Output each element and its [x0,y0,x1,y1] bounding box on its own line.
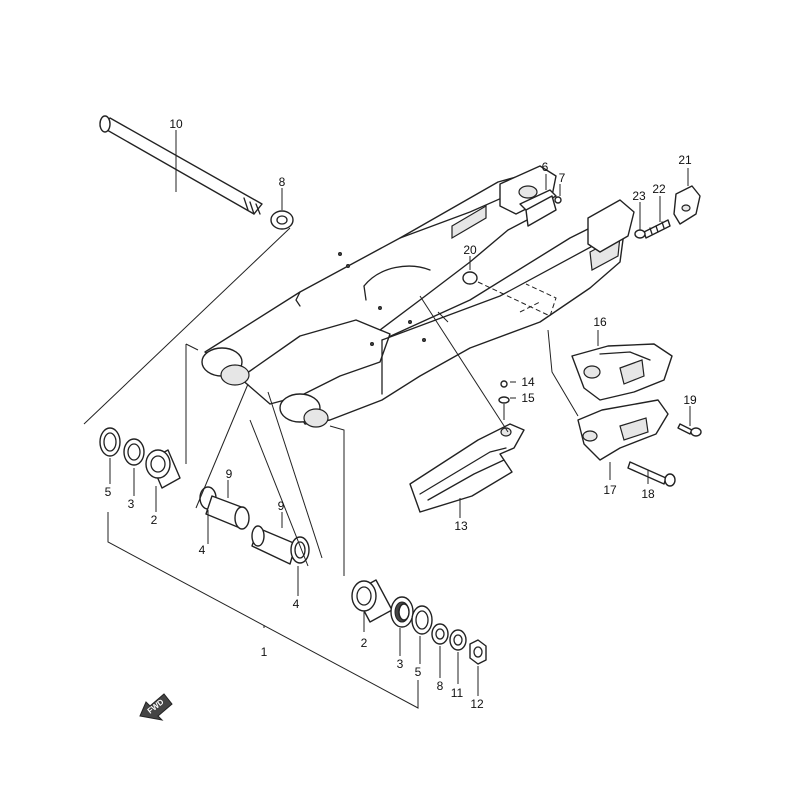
callout-23: 23 [632,189,646,203]
callout-7: 7 [559,171,566,185]
bearing-2-right [351,579,393,623]
callout-2-right: 2 [361,636,368,650]
swingarm [201,165,635,428]
screw-14 [500,380,508,388]
leader-20-dash-2 [519,301,541,313]
callout-8-upper: 8 [279,175,286,189]
callout-5-left: 5 [105,485,112,499]
callout-20: 20 [463,243,477,257]
chain-plate-6 [519,189,557,227]
adjuster-bolt-22 [643,219,671,239]
bearing-2-left [145,449,181,489]
callout-ticks [109,130,691,696]
chain-guide-16 [571,343,673,401]
callout-14: 14 [521,375,535,389]
collar-9-lower [251,525,297,565]
seal-5-left [99,427,121,457]
callout-12: 12 [470,697,484,711]
callout-18: 18 [641,487,655,501]
callout-2-left: 2 [151,513,158,527]
bolt-19 [677,423,702,437]
callout-17: 17 [603,483,617,497]
washer-8-upper [270,210,294,230]
leader-lines [83,227,579,709]
callout-19: 19 [683,393,697,407]
chain-guide-lower-17 [577,399,669,461]
callout-10: 10 [169,117,183,131]
chain-slider-13 [409,423,525,513]
collar-9-upper [205,495,250,530]
callout-22: 22 [652,182,666,196]
seal-5-right [411,605,433,635]
callout-5-right: 5 [415,665,422,679]
callout-9-lower: 9 [278,499,285,513]
callout-3-left: 3 [128,497,135,511]
callout-15: 15 [521,391,535,405]
ring-3-left [123,438,145,466]
forward-direction-arrow: FWD [139,693,173,721]
nut-12 [469,639,487,665]
pivot-shaft-10 [99,115,263,215]
callout-16: 16 [593,315,607,329]
adjuster-block-21 [673,185,701,225]
callout-4-right: 4 [293,597,300,611]
callout-11: 11 [451,686,464,700]
screw-7 [554,196,562,204]
bolt-18 [627,461,676,487]
callout-4-left: 4 [199,543,206,557]
washer-11 [449,629,467,651]
callout-3-right: 3 [397,657,404,671]
leader-20-dash [477,281,557,317]
washer-8-right [431,623,449,645]
callout-8-right: 8 [437,679,444,693]
callout-9-upper: 9 [226,467,233,481]
nut-23 [634,229,646,239]
nut-20 [462,271,478,285]
sleeve-4-right [290,536,310,564]
washer-15 [498,396,510,404]
callout-21: 21 [678,153,692,167]
callout-6: 6 [542,160,549,174]
callout-1: 1 [261,645,268,659]
callout-13: 13 [454,519,468,533]
ring-3-right [390,596,414,628]
callout-labels: 10 8 6 7 21 22 23 20 16 14 15 19 17 18 1… [105,117,697,711]
